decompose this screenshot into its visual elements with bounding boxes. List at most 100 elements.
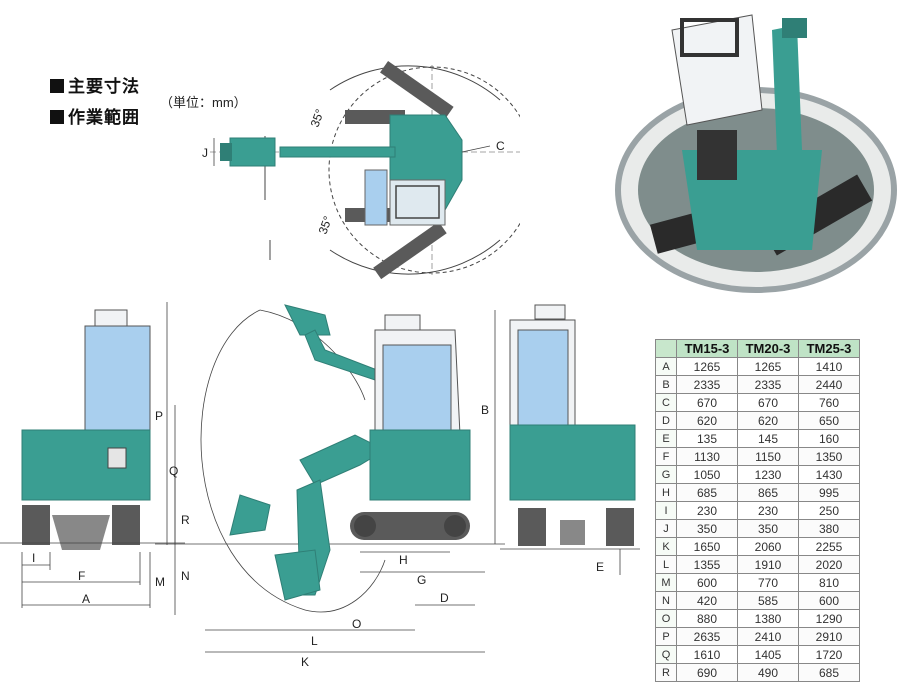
spec-cell: 1410 xyxy=(798,357,860,376)
spec-cell: 995 xyxy=(798,483,860,502)
spec-cell: 135 xyxy=(676,429,738,448)
d-dimension: D xyxy=(415,591,475,606)
dim-label-f: F xyxy=(78,569,85,583)
machine-photo xyxy=(615,14,897,293)
spec-cell: 670 xyxy=(737,393,799,412)
spec-cell: 350 xyxy=(737,519,799,538)
dim-label-n: N xyxy=(181,569,190,583)
spec-row-key: L xyxy=(655,555,677,574)
spec-cell: 2060 xyxy=(737,537,799,556)
dim-label-g: G xyxy=(417,573,426,587)
dim-label-i: I xyxy=(32,551,35,565)
spec-cell: 2255 xyxy=(798,537,860,556)
spec-cell: 650 xyxy=(798,411,860,430)
spec-row-key: C xyxy=(655,393,677,412)
dim-label-r: R xyxy=(181,513,190,527)
spec-row-key: G xyxy=(655,465,677,484)
spec-cell: 620 xyxy=(676,411,738,430)
heading-main-dims: 主要寸法 xyxy=(50,72,140,97)
spec-table-header: TM15-3 TM20-3 TM25-3 xyxy=(655,339,860,358)
spec-cell: 600 xyxy=(676,573,738,592)
spec-cell: 145 xyxy=(737,429,799,448)
spec-col-tm15: TM15-3 xyxy=(676,339,738,358)
unit-note: （単位：mm） xyxy=(160,95,247,110)
spec-cell: 620 xyxy=(737,411,799,430)
dim-label-k: K xyxy=(301,655,309,669)
spec-cell: 2020 xyxy=(798,555,860,574)
spec-row-key: N xyxy=(655,591,677,610)
spec-cell: 1430 xyxy=(798,465,860,484)
spec-cell: 600 xyxy=(798,591,860,610)
spec-cell: 2335 xyxy=(676,375,738,394)
angle-label-lower: 35° xyxy=(316,214,335,236)
angle-label-upper: 35° xyxy=(308,107,327,129)
spec-cell: 865 xyxy=(737,483,799,502)
dim-label-d: D xyxy=(440,591,449,605)
spec-cell: 1355 xyxy=(676,555,738,574)
spec-cell: 2635 xyxy=(676,627,738,646)
dim-label-l: L xyxy=(311,634,318,648)
spec-cell: 1910 xyxy=(737,555,799,574)
spec-cell: 760 xyxy=(798,393,860,412)
spec-cell: 1405 xyxy=(737,645,799,664)
spec-cell: 420 xyxy=(676,591,738,610)
spec-cell: 230 xyxy=(676,501,738,520)
spec-row-key: B xyxy=(655,375,677,394)
dim-label-o: O xyxy=(352,617,361,631)
rear-view-diagram: I F A M xyxy=(0,309,185,608)
spec-col-tm25: TM25-3 xyxy=(798,339,860,358)
spec-cell: 2335 xyxy=(737,375,799,394)
spec-cell: 685 xyxy=(676,483,738,502)
spec-cell: 350 xyxy=(676,519,738,538)
spec-cell: 160 xyxy=(798,429,860,448)
spec-cell: 380 xyxy=(798,519,860,538)
spec-cell: 1720 xyxy=(798,645,860,664)
spec-cell: 2410 xyxy=(737,627,799,646)
dim-label-j: J xyxy=(202,146,208,160)
spec-cell: 1150 xyxy=(737,447,799,466)
dim-label-b: B xyxy=(481,403,489,417)
spec-cell: 880 xyxy=(676,609,738,628)
spec-cell: 685 xyxy=(798,663,860,682)
spec-cell: 1265 xyxy=(737,357,799,376)
spec-cell: 2440 xyxy=(798,375,860,394)
spec-row-key: M xyxy=(655,573,677,592)
spec-cell: 690 xyxy=(676,663,738,682)
spec-cell: 1230 xyxy=(737,465,799,484)
spec-row-key: A xyxy=(655,357,677,376)
dim-label-a: A xyxy=(82,592,90,606)
spec-row-key: F xyxy=(655,447,677,466)
dim-label-h: H xyxy=(399,553,408,567)
spec-cell: 1650 xyxy=(676,537,738,556)
dim-label-q: Q xyxy=(169,464,178,478)
spec-row-key: E xyxy=(655,429,677,448)
dim-label-e: E xyxy=(596,560,604,574)
dim-label-m: M xyxy=(155,575,165,589)
spec-cell: 1380 xyxy=(737,609,799,628)
heading-work-range: 作業範囲 xyxy=(50,103,140,128)
spec-cell: 1350 xyxy=(798,447,860,466)
dim-label-p: P xyxy=(155,409,163,423)
square-bullet-icon xyxy=(50,79,64,93)
spec-row-key: R xyxy=(655,663,677,682)
spec-cell: 490 xyxy=(737,663,799,682)
spec-row-key: I xyxy=(655,501,677,520)
spec-cell: 670 xyxy=(676,393,738,412)
